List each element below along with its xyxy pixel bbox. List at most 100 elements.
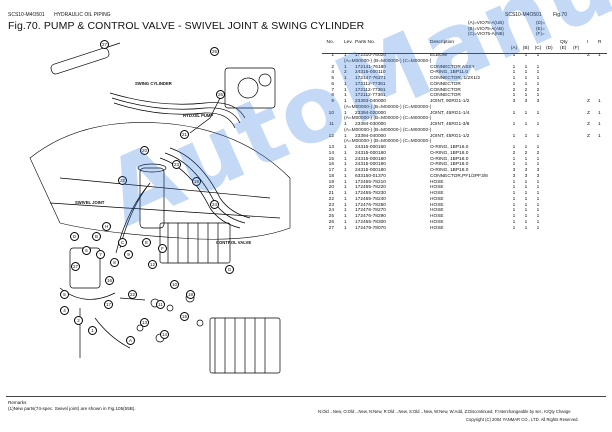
cell-qty-c: 1 [536,76,540,81]
cell-no: 2 [331,64,334,70]
col-lev: Lev. [344,40,353,45]
serial-note-text: (A=M00000-) (B=M00000-) (C=M00000-) [344,116,432,122]
cell-description: JOINT, 45RG1-3/8 [430,122,470,127]
cell-parts-no: 24315-000180 [355,150,386,156]
remarks-title: Remarks [8,400,27,405]
cell-qty-b: 1 [524,162,528,168]
cell-r: 1 [598,110,601,116]
cell-i: Z [587,122,590,127]
callout-a: A [126,336,135,345]
cell-description: O-RING, 1BP11.0 [430,70,469,76]
callout-h: H [102,222,111,231]
cell-parts-no: 172455-78210 [355,179,386,185]
callout-b: B [92,232,101,241]
label-swing-cylinder: SWING CYLINDER [135,81,172,86]
cell-qty-b: 1 [524,81,528,87]
cell-no: 27 [328,225,334,231]
cell-description: O-RING, 1BP18.0 [430,162,469,168]
callout-24: 24 [210,200,219,209]
cell-qty-c: 1 [536,162,540,168]
cell-r: 1 [598,53,601,58]
cell-parts-no: 24315-000180 [355,156,386,162]
model-a: (A)=VIO75-A(UB) [468,20,504,25]
cell-qty-c: 1 [536,214,540,219]
cell-qty-b: 2 [524,150,528,156]
table-serial-note: (A=M00000-) (B=M00000-) (C=M00000-) [322,128,607,134]
cell-qty-a: 2 [512,150,516,156]
cell-qty-a: 1 [512,93,516,99]
model-d: (D)= [536,20,546,25]
cell-description: CONNECTOR [430,81,461,87]
cell-i: Z [587,133,590,139]
cell-no: 24 [328,208,334,214]
cell-lev: 1 [344,122,347,127]
cell-parts-no: 24315-000110 [355,70,386,76]
cell-qty-c: 1 [536,202,540,208]
doc-code-right: SCS10-M4O501 Fig.70 [505,12,567,18]
cell-lev: 1 [344,81,347,87]
col-qty: Qty [560,40,568,45]
table-header: No. Lev. Parts No. Description Qty (A) (… [322,40,607,53]
col-r: R [598,40,602,45]
section-title: HYDRAULIC OIL PIPING [54,12,111,18]
cell-qty-c: 1 [536,81,540,87]
parts-table: No. Lev. Parts No. Description Qty (A) (… [322,40,607,231]
cell-qty-c: 2 [536,87,540,93]
cell-no: 6 [331,81,334,87]
cell-qty-b: 1 [524,133,528,139]
cell-no: 15 [328,156,334,162]
cell-lev: 1 [344,202,347,208]
cell-no: 17 [328,168,334,173]
cell-lev: 1 [344,64,347,70]
cell-description: JOINT, 45RG1-1/2 [430,133,470,139]
cell-qty-c: 1 [536,208,540,214]
cell-no: 14 [328,150,334,156]
cell-lev: 1 [344,168,347,173]
cell-lev: 1 [344,93,347,99]
cell-qty-a: 1 [512,122,516,127]
cell-no: 20 [328,185,334,191]
cell-qty-c: 1 [536,133,540,139]
label-hyd-oil-pump: HYD.OIL PUMP [183,113,214,118]
fig-ref: Fig.70 [553,12,567,18]
cell-no: 10 [328,110,334,116]
cell-qty-a: 1 [512,191,516,196]
cell-qty-b: 1 [524,76,528,81]
table-serial-note: (A=M00000-) (B=M00000-) (C=M00000-) [322,105,607,111]
label-swivel-joint: SWIVEL JOINT [75,200,105,205]
cell-qty-a: 3 [512,99,516,104]
cell-no: 25 [328,214,334,219]
col-d: (D) [546,46,553,51]
cell-qty-a: 1 [512,225,516,231]
cell-lev: 1 [344,76,347,81]
callout-5: 5 [60,290,69,299]
cell-qty-b: 3 [524,99,528,104]
cell-no: 18 [328,173,334,179]
cell-parts-no: 23393-040000 [355,99,386,104]
cell-no: 5 [331,76,334,81]
cell-description: HOSE [430,219,444,225]
cell-description: CONNECTOR [430,93,461,99]
callout-11: 11 [156,300,165,309]
cell-i: Z [587,110,590,116]
cell-qty-c: 1 [536,64,540,70]
callout-c: C [118,238,127,247]
cell-qty-c: 1 [536,93,540,99]
cell-description: JOINT, 90RG1-1/2 [430,99,470,104]
exploded-diagram [29,42,291,374]
cell-parts-no: 24315-000180 [355,168,386,173]
cell-description: HOSE [430,202,444,208]
model-legend: (A)=VIO75-A(UB) (B)=VIO75-A(AB) (C)=VIO7… [468,20,504,37]
cell-qty-b: 1 [524,208,528,214]
cell-parts-no: 172476-78270 [355,208,386,214]
cell-description: CONNECTOR ASSY [430,64,475,70]
serial-note-text: (A=M00000-) (B=M00000-) (C=M00000-) [344,139,432,145]
cell-lev: 1 [344,173,347,179]
cell-r: 1 [598,133,601,139]
